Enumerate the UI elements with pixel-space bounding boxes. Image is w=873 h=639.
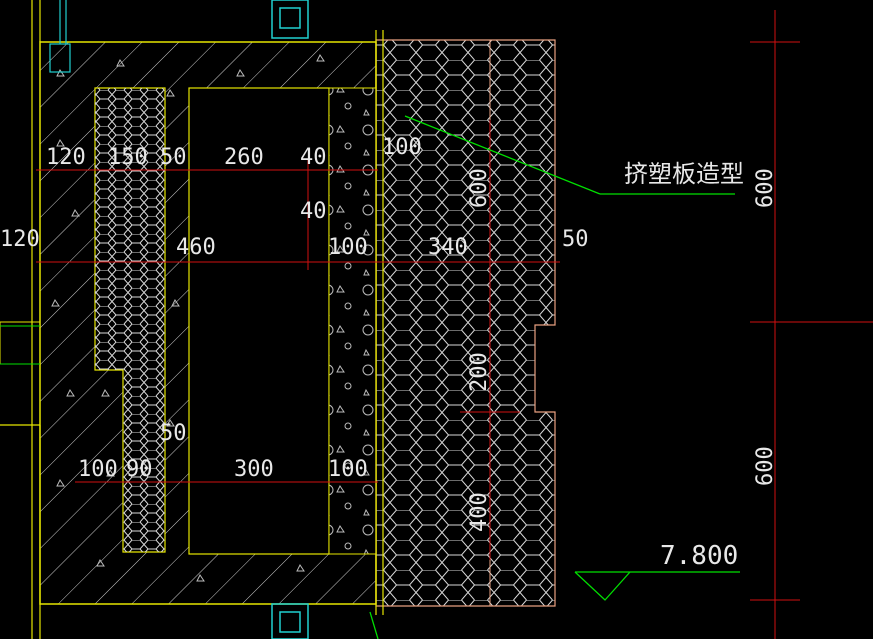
inner-cavity — [188, 87, 330, 555]
dim-inner-200: 200 — [467, 352, 492, 392]
plaster-band — [328, 87, 377, 555]
callout-label: 挤塑板造型 — [624, 160, 744, 188]
dim-top-5: 40 — [300, 145, 327, 170]
xps-block-outline — [375, 39, 556, 607]
window-frame-top — [271, 0, 309, 39]
leader-bottom — [369, 611, 379, 639]
dimension-lines — [36, 10, 873, 639]
dims-bottom-row: 100 90 300 100 — [78, 457, 368, 482]
slab-left-green — [0, 325, 40, 365]
pipe-left — [49, 0, 71, 73]
dim-left-edge: 120 — [0, 227, 40, 252]
dim-top-1: 120 — [46, 145, 86, 170]
elevation-label: 7.800 — [660, 541, 738, 571]
dim-inner-600: 600 — [467, 168, 492, 208]
xps-block — [375, 39, 556, 607]
dims-vertical-right: 600 600 — [753, 168, 778, 486]
dim-right-600-bottom: 600 — [753, 446, 778, 486]
dim-bottom-4: 100 — [328, 457, 368, 482]
xps-strip-hatch — [95, 88, 165, 552]
dim-top-6: 100 — [382, 135, 422, 160]
outer-frame — [0, 0, 384, 639]
dim-bottom-1: 100 — [78, 457, 118, 482]
dim-top-3: 50 — [160, 145, 187, 170]
dim-top-4: 260 — [224, 145, 264, 170]
callout-leader — [404, 115, 735, 195]
dim-vertical-50: 50 — [160, 421, 187, 446]
dim-top-2: 150 — [108, 145, 148, 170]
dim-mid-3: 340 — [428, 235, 468, 260]
dim-vertical-40: 40 — [300, 199, 327, 224]
dims-mid-row: 460 100 340 50 — [176, 227, 589, 260]
slab-left — [0, 321, 41, 365]
dims-vertical-inner: 600 200 400 — [467, 168, 492, 532]
dim-mid-4: 50 — [562, 227, 589, 252]
concrete-aggregate — [51, 54, 325, 582]
dim-inner-400: 400 — [467, 492, 492, 532]
dims-top-row: 120 150 50 260 40 100 — [46, 135, 422, 170]
elevation-marker — [574, 571, 740, 601]
dim-right-600-top: 600 — [753, 168, 778, 208]
dim-bottom-3: 300 — [234, 457, 274, 482]
dim-mid-2: 100 — [328, 235, 368, 260]
dim-mid-1: 460 — [176, 235, 216, 260]
concrete-section — [39, 41, 377, 605]
dim-bottom-2: 90 — [126, 457, 153, 482]
window-frame-bottom — [271, 603, 309, 639]
